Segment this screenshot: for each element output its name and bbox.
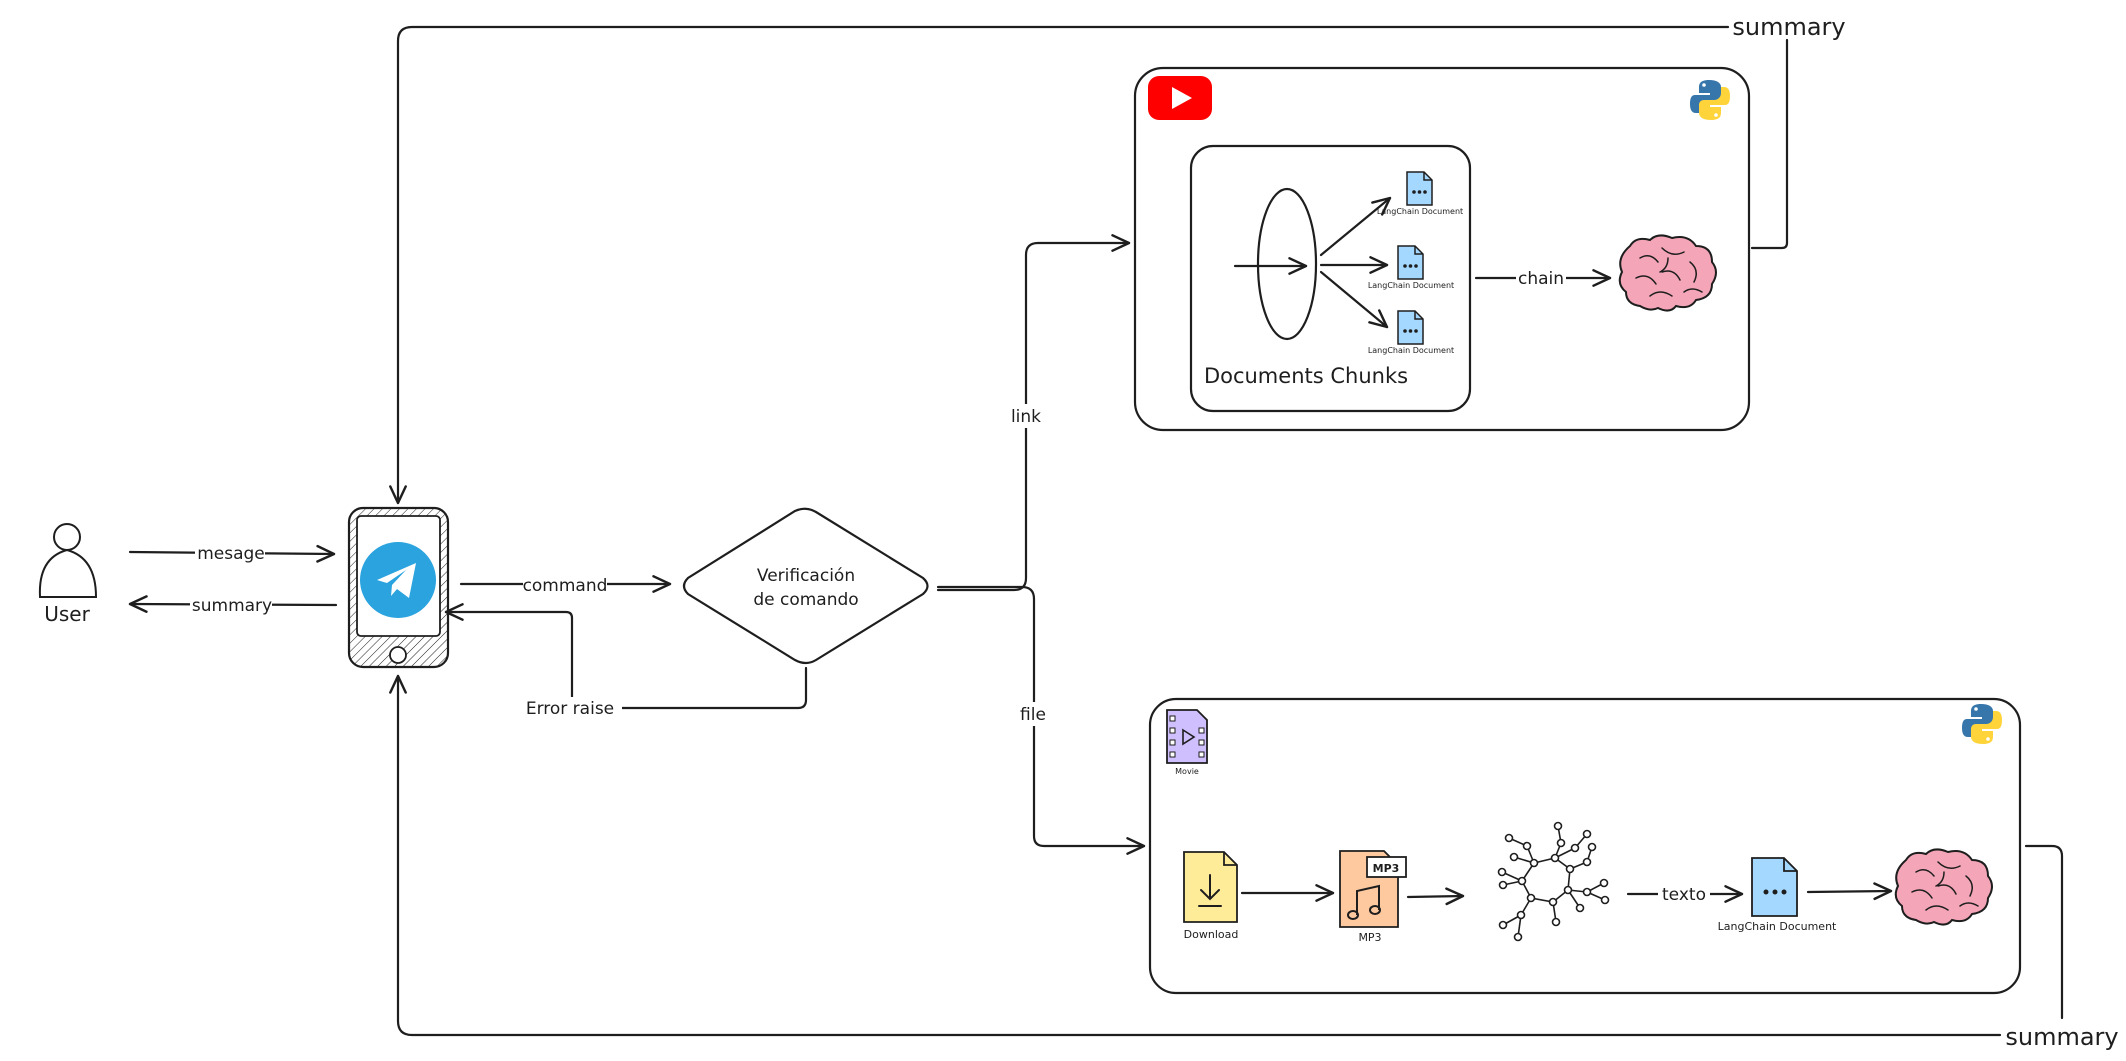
documents-chunks-label: Documents Chunks xyxy=(1204,364,1408,388)
splitter-ellipse xyxy=(1256,187,1318,341)
movie-icon xyxy=(1166,709,1208,764)
split-arrow-1 xyxy=(1319,196,1392,257)
summary-top-connector xyxy=(1750,38,1789,250)
python-icon xyxy=(1962,704,2002,744)
chain-label: chain xyxy=(1518,269,1564,289)
file-label: file xyxy=(1020,705,1046,725)
summary-bottom-connector xyxy=(2024,844,2064,1020)
summary-top-edge xyxy=(389,25,1730,505)
mp3-label: MP3 xyxy=(1358,931,1381,944)
summary-bottom-label: summary xyxy=(2005,1023,2118,1051)
user-label: User xyxy=(44,602,90,626)
document-icon xyxy=(1751,857,1798,917)
mp3-badge-label: MP3 xyxy=(1373,862,1400,875)
verification-diamond xyxy=(682,507,929,665)
document-icon xyxy=(1397,310,1424,345)
brain-icon xyxy=(1894,848,1993,926)
langchain-document-label: LangChain Document xyxy=(1718,920,1837,933)
message-label: mesage xyxy=(197,544,265,564)
brain-icon xyxy=(1618,234,1717,312)
python-icon xyxy=(1690,80,1730,120)
summary-top-label: summary xyxy=(1732,13,1845,41)
chunk-doc-label-1: LangChain Document xyxy=(1377,207,1463,216)
user-icon xyxy=(38,523,98,598)
summary-to-user-label: summary xyxy=(192,596,272,616)
file-pipeline-container xyxy=(1148,697,2022,995)
telegram-phone-icon xyxy=(347,506,450,669)
movie-label: Movie xyxy=(1175,767,1199,776)
verification-label-line1: Verificación xyxy=(757,566,855,586)
command-label: command xyxy=(523,576,608,596)
document-icon xyxy=(1406,171,1433,206)
network-icon xyxy=(1497,821,1610,942)
chunk-doc-label-3: LangChain Document xyxy=(1368,346,1454,355)
document-icon xyxy=(1397,245,1424,280)
youtube-icon xyxy=(1148,76,1212,120)
split-arrow-3 xyxy=(1319,270,1389,329)
download-icon xyxy=(1183,851,1238,923)
download-label: Download xyxy=(1184,928,1239,941)
link-label: link xyxy=(1011,407,1041,427)
mp3-to-network-edge xyxy=(1406,887,1465,906)
error-label: Error raise xyxy=(526,699,614,719)
chunk-doc-label-2: LangChain Document xyxy=(1368,281,1454,290)
texto-label: texto xyxy=(1662,885,1706,905)
verification-label-line2: de comando xyxy=(753,590,858,610)
summary-bottom-edge xyxy=(389,674,2002,1037)
document-to-brain-edge xyxy=(1806,882,1893,901)
mp3-icon xyxy=(1339,850,1407,928)
